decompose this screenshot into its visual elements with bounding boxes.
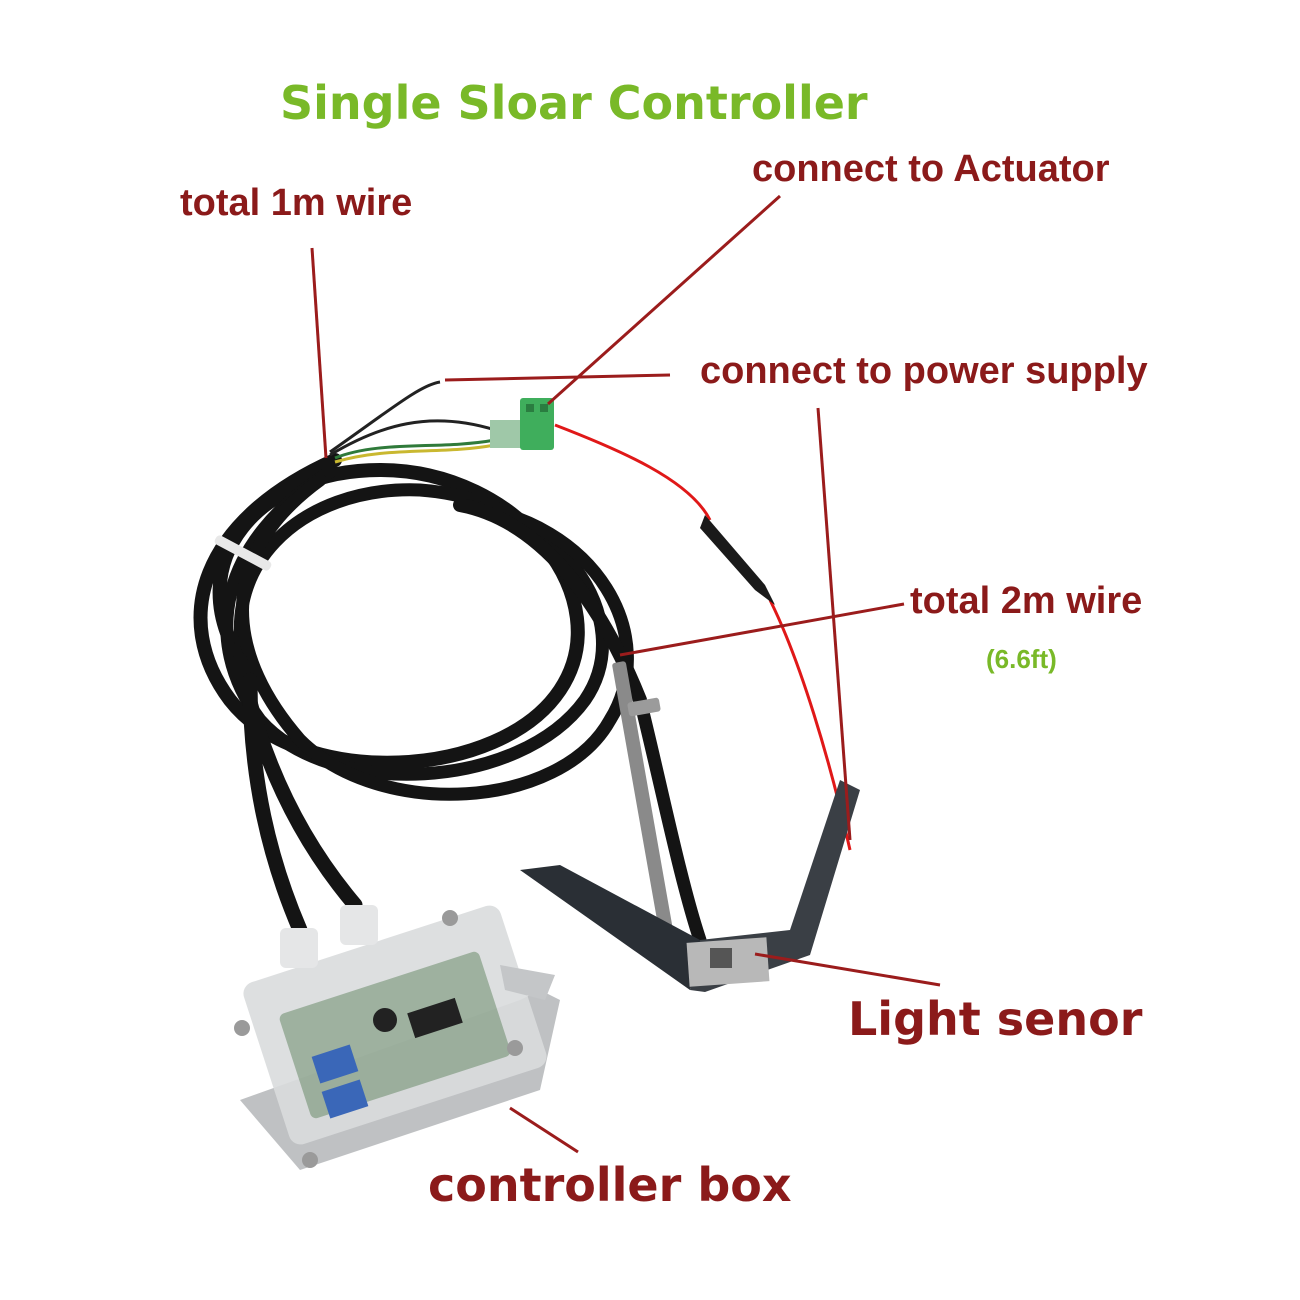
label-light-sensor: Light senor [848,992,1143,1046]
label-power-supply: connect to power supply [700,350,1148,392]
inline-fuse [700,515,775,605]
controller-box [234,905,560,1170]
black-cable-coil [193,453,707,947]
cable-tie [214,535,272,571]
terminal-block [490,398,554,450]
thin-wires [329,380,496,464]
label-actuator: connect to Actuator [752,148,1110,190]
label-1m-wire: total 1m wire [180,182,413,224]
label-controller-box: controller box [428,1158,792,1212]
label-2m-wire: total 2m wire [910,580,1143,622]
page-title: Single Sloar Controller [280,76,868,130]
pointer-lines [310,194,941,1154]
light-sensor-bracket [520,780,860,992]
threaded-rod [612,661,674,939]
label-2m-wire-feet: (6.6ft) [986,644,1057,674]
